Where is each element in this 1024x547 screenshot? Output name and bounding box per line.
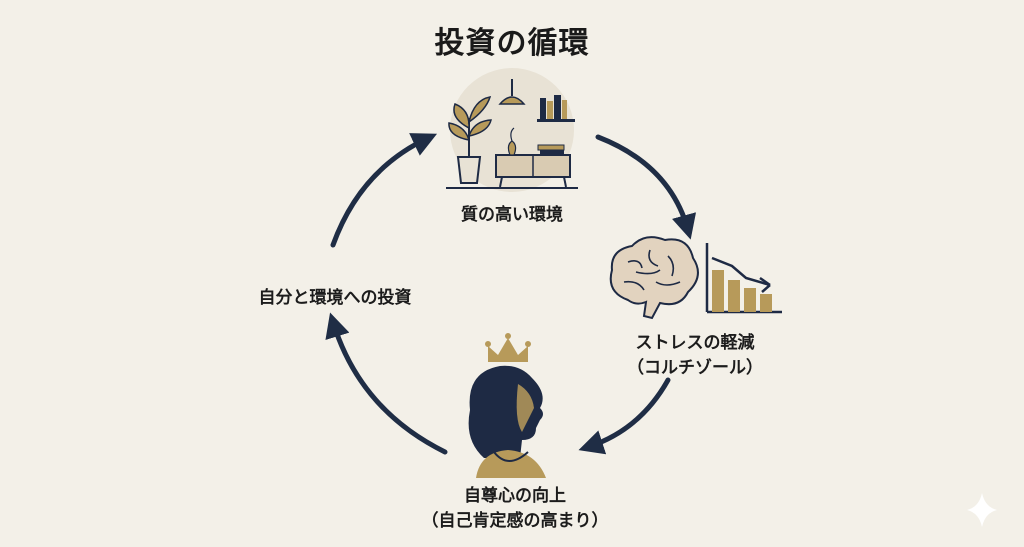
node-label-esteem-line1: 自尊心の向上 [464, 486, 566, 506]
node-label-esteem: 自尊心の向上 （自己肯定感の高まり） [385, 484, 645, 534]
crowned-woman-silhouette-icon [468, 333, 546, 478]
node-label-stress-line1: ストレスの軽減 [635, 333, 755, 353]
arrow-environment-to-stress [595, 134, 697, 240]
arrow-invest-to-environment [330, 133, 438, 248]
node-label-environment: 質の高い環境 [461, 205, 563, 225]
declining-bar-chart-icon [705, 243, 782, 314]
node-label-stress-line2: （コルチゾール） [627, 358, 763, 378]
brain-icon [609, 236, 699, 320]
node-label-invest: 自分と環境への投資 [258, 288, 412, 308]
arrow-esteem-to-invest [325, 312, 448, 455]
sparkle-icon [967, 493, 997, 527]
interior-room-icon [446, 68, 578, 192]
arrow-stress-to-esteem [578, 377, 671, 455]
diagram-title: 投資の循環 [434, 26, 590, 61]
node-label-esteem-line2: （自己肯定感の高まり） [421, 511, 609, 531]
node-label-stress: ストレスの軽減 （コルチゾール） [600, 331, 790, 381]
